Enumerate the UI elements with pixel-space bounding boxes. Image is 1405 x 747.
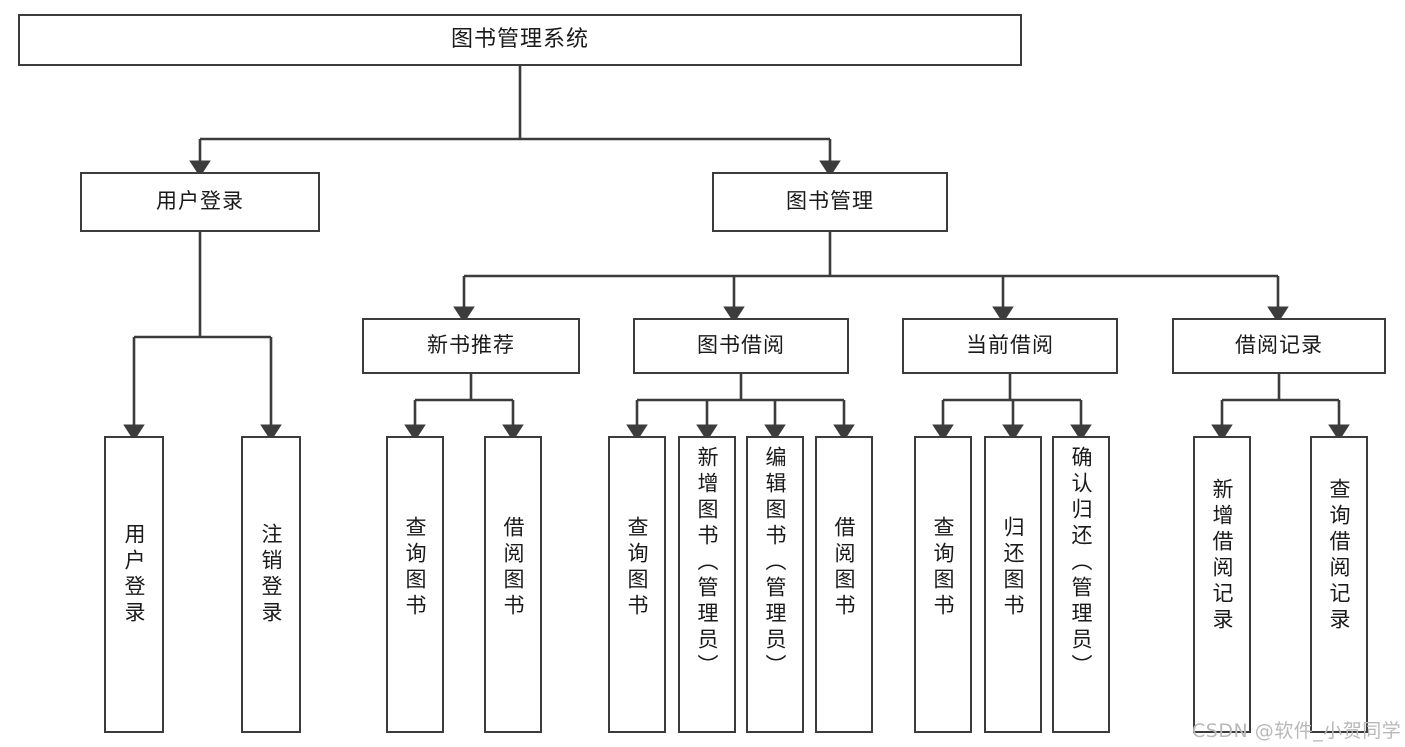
node-leaf-add-borrow-record[interactable]: 新增借阅记录: [1193, 436, 1251, 733]
node-leaf-return-book-label: 归还图书: [1001, 516, 1026, 620]
node-leaf-confirm-return-admin[interactable]: 确认归还（管理员）: [1052, 436, 1110, 733]
node-leaf-query-borrow-record[interactable]: 查询借阅记录: [1310, 436, 1368, 733]
node-leaf-edit-book-admin[interactable]: 编辑图书（管理员）: [746, 436, 804, 733]
node-new-book-recommend[interactable]: 新书推荐: [362, 318, 580, 374]
node-leaf-query-book-borrow-label: 查询图书: [625, 516, 650, 620]
node-leaf-query-book-recommend-label: 查询图书: [403, 516, 428, 620]
node-leaf-query-book-borrow[interactable]: 查询图书: [608, 436, 666, 733]
node-current-borrow[interactable]: 当前借阅: [902, 318, 1118, 374]
node-leaf-add-book-admin[interactable]: 新增图书（管理员）: [678, 436, 736, 733]
node-leaf-user-login[interactable]: 用户登录: [104, 436, 164, 733]
node-leaf-query-borrow-record-label: 查询借阅记录: [1327, 478, 1352, 634]
node-leaf-query-book-current-label: 查询图书: [931, 516, 956, 620]
node-book-borrow[interactable]: 图书借阅: [633, 318, 849, 374]
node-user-login[interactable]: 用户登录: [80, 172, 320, 232]
node-leaf-add-book-admin-label: 新增图书（管理员）: [695, 446, 720, 680]
node-borrow-record[interactable]: 借阅记录: [1172, 318, 1386, 374]
node-leaf-borrow-book[interactable]: 借阅图书: [815, 436, 873, 733]
node-leaf-edit-book-admin-label: 编辑图书（管理员）: [763, 446, 788, 680]
node-current-borrow-label: 当前借阅: [966, 333, 1054, 358]
node-user-login-label: 用户登录: [156, 189, 244, 214]
node-leaf-query-book-current[interactable]: 查询图书: [914, 436, 972, 733]
csdn-watermark: CSDN @软件_小贺同学: [1192, 720, 1402, 742]
node-leaf-borrow-book-recommend[interactable]: 借阅图书: [484, 436, 542, 733]
node-root[interactable]: 图书管理系统: [18, 14, 1022, 66]
node-leaf-confirm-return-admin-label: 确认归还（管理员）: [1069, 446, 1094, 680]
node-leaf-return-book[interactable]: 归还图书: [984, 436, 1042, 733]
node-root-label: 图书管理系统: [450, 26, 589, 52]
node-new-book-recommend-label: 新书推荐: [427, 333, 515, 358]
node-book-borrow-label: 图书借阅: [697, 333, 785, 358]
node-leaf-borrow-book-recommend-label: 借阅图书: [501, 516, 526, 620]
node-book-management[interactable]: 图书管理: [712, 172, 948, 232]
node-book-management-label: 图书管理: [786, 189, 874, 214]
node-borrow-record-label: 借阅记录: [1235, 333, 1323, 358]
node-leaf-add-borrow-record-label: 新增借阅记录: [1210, 478, 1235, 634]
node-leaf-user-login-label: 用户登录: [122, 523, 147, 627]
node-leaf-logout-label: 注销登录: [259, 523, 284, 627]
node-leaf-query-book-recommend[interactable]: 查询图书: [386, 436, 444, 733]
node-leaf-logout[interactable]: 注销登录: [241, 436, 301, 733]
node-leaf-borrow-book-label: 借阅图书: [832, 516, 857, 620]
